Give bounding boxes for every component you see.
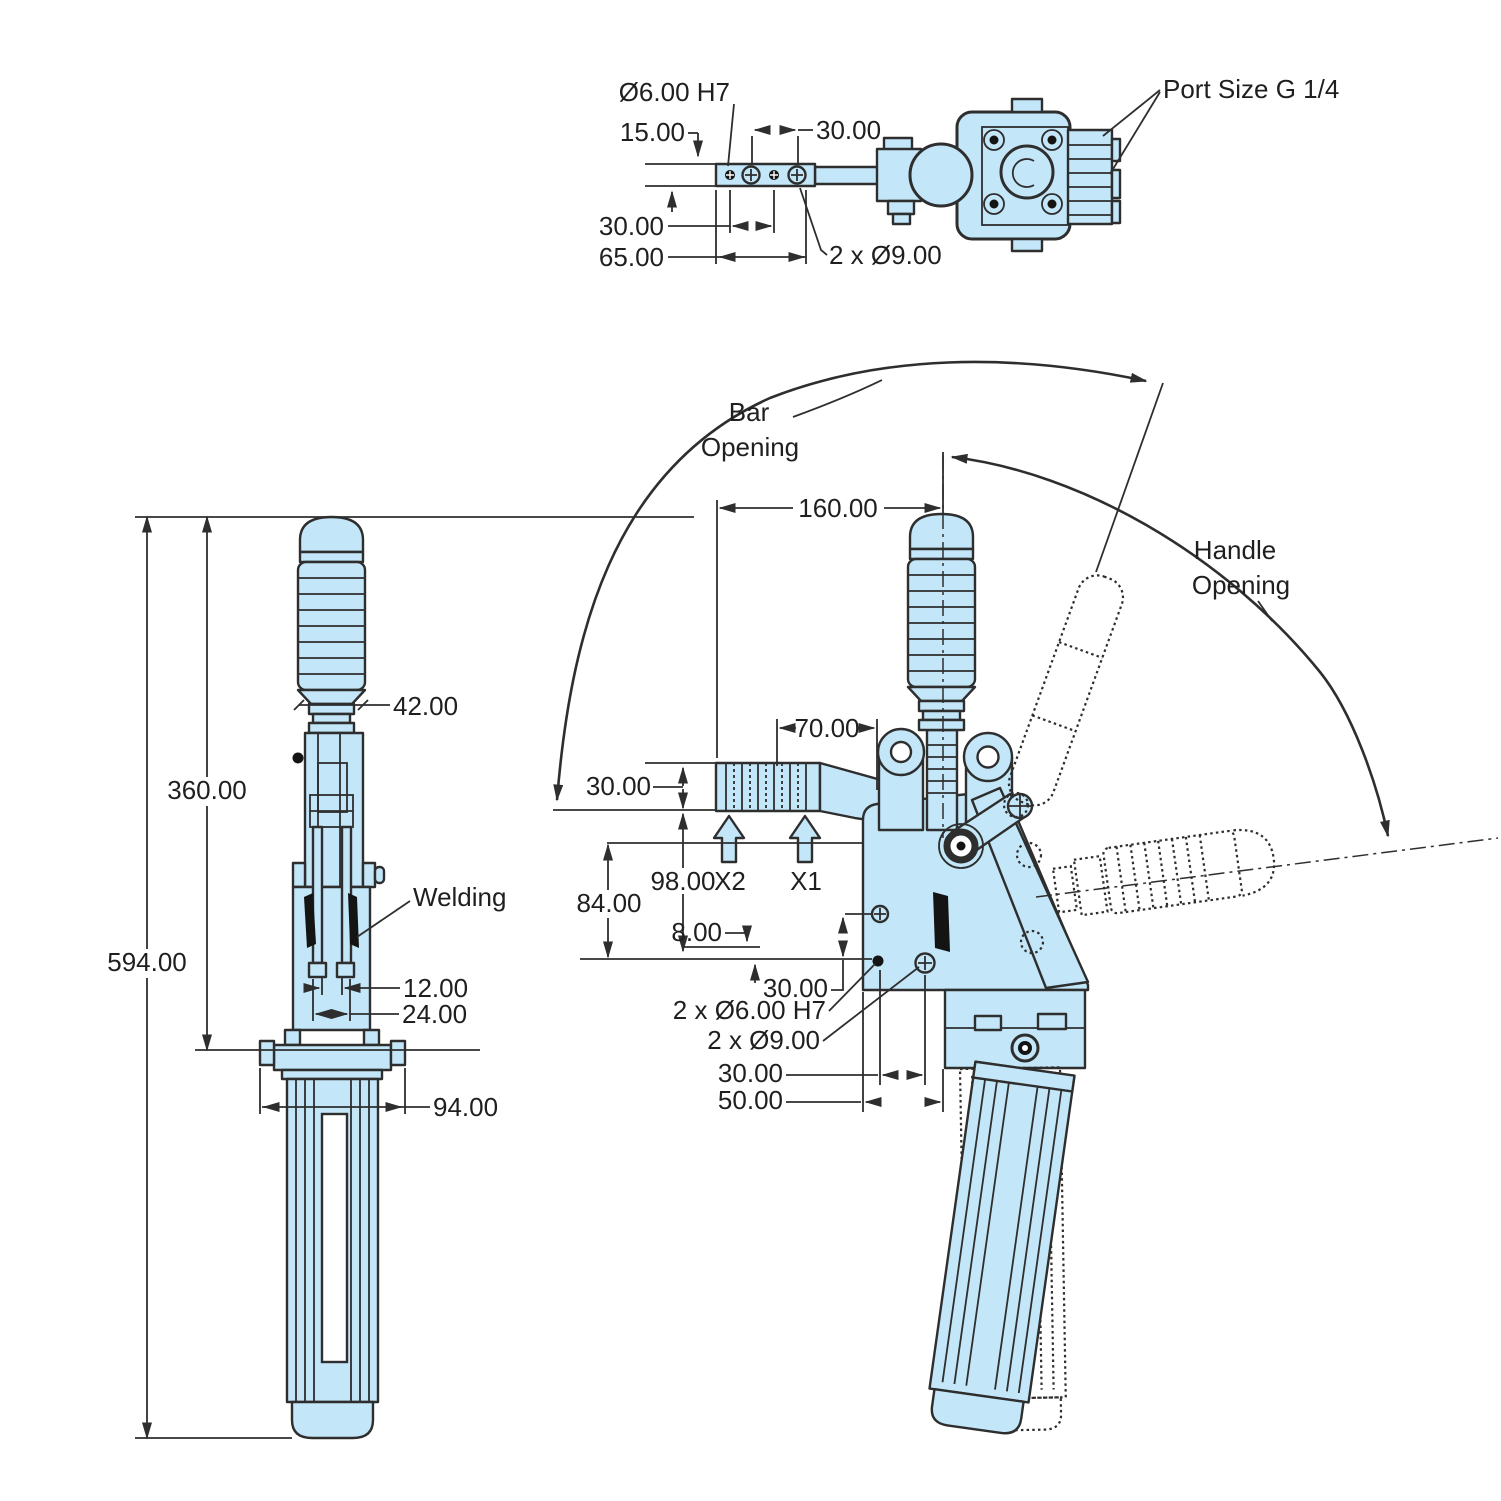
body-tab-bottom xyxy=(1010,237,1044,253)
label-dim-15: 15.00 xyxy=(620,117,685,147)
label-dim-30-bottom: 30.00 xyxy=(599,211,664,241)
pivot-pin xyxy=(292,752,304,764)
lower-column xyxy=(291,885,372,1032)
side-handle xyxy=(906,512,977,732)
cylinder-cap xyxy=(290,1400,375,1440)
leader-pilot-hole xyxy=(727,103,735,167)
label-mount-holes-dia: 2 x Ø9.00 xyxy=(829,240,942,270)
cylinder-bore xyxy=(999,144,1055,200)
rod-foot-left xyxy=(307,961,328,979)
label-dim-12: 12.00 xyxy=(403,973,468,1003)
phantom-link-hole-2 xyxy=(1015,841,1043,869)
flange xyxy=(258,1028,407,1081)
side-cylinder xyxy=(928,1060,1076,1435)
clamp-arm xyxy=(970,786,1090,990)
port-fitting xyxy=(1066,128,1122,226)
front-view-part xyxy=(258,515,407,1440)
label-dim-30-bar: 30.00 xyxy=(586,771,651,801)
label-dim-24: 24.00 xyxy=(402,999,467,1029)
label-dim-70: 70.00 xyxy=(794,713,859,743)
rod-foot-right xyxy=(335,961,356,979)
label-pilot-holes-dia: 2 x Ø6.00 H7 xyxy=(673,995,826,1025)
weld-seam-right xyxy=(348,893,359,948)
link-plate xyxy=(317,762,348,813)
leader-handle-opening xyxy=(1257,600,1273,622)
handle-opening-arc xyxy=(950,453,1390,838)
bolt-cap xyxy=(373,865,386,885)
leader-welding xyxy=(356,900,411,938)
foot-clip-right xyxy=(1036,1012,1068,1031)
body-screws xyxy=(983,129,1063,215)
label-pilot-hole-dia: Ø6.00 H7 xyxy=(619,77,730,107)
label-dim-8: 8.00 xyxy=(671,917,722,947)
phantom-link-hole-3 xyxy=(1019,929,1045,955)
leader-mount-holes xyxy=(822,966,920,1042)
side-view-part xyxy=(712,455,1499,1435)
side-boss-right xyxy=(361,861,377,889)
front-cylinder xyxy=(285,1077,380,1440)
label-x1: X1 xyxy=(790,866,822,896)
bar-opening-arc xyxy=(553,360,1148,802)
foot-clip-left xyxy=(973,1014,1003,1032)
pivot-boss xyxy=(938,823,984,869)
label-handle-opening-2: Opening xyxy=(1192,570,1290,600)
top-view-part xyxy=(714,97,1122,253)
label-dim-65: 65.00 xyxy=(599,242,664,272)
label-dim-42: 42.00 xyxy=(393,691,458,721)
phantom-handle-tilted xyxy=(1007,574,1125,807)
pilot-hole xyxy=(872,955,884,967)
top-view-dimensions xyxy=(645,89,1161,264)
front-view-dimensions xyxy=(107,515,694,1440)
ball-knob xyxy=(908,142,974,208)
label-dim-98: 98.00 xyxy=(650,866,715,896)
weld-slot xyxy=(933,892,950,952)
body-tab-top xyxy=(1010,97,1044,114)
label-dim-94: 94.00 xyxy=(433,1092,498,1122)
label-dim-160: 160.00 xyxy=(798,493,878,523)
label-dim-50: 50.00 xyxy=(718,1085,783,1115)
leader-mount-holes xyxy=(799,187,828,256)
label-handle-opening-1: Handle xyxy=(1194,535,1276,565)
foot-pin xyxy=(1010,1033,1040,1063)
x1-arrow-icon xyxy=(788,814,822,864)
leader-port xyxy=(1102,89,1161,175)
side-boss-left xyxy=(291,861,307,889)
front-view: 42.00 360.00 594.00 Welding 12.00 24.00 … xyxy=(107,515,694,1440)
bore-detail xyxy=(1011,158,1035,188)
x2-arrow-icon xyxy=(712,814,746,864)
clamp-nut-tip xyxy=(891,212,912,226)
label-dim-84: 84.00 xyxy=(576,888,641,918)
label-port-size: Port Size G 1/4 xyxy=(1163,74,1339,104)
leader-bar-opening xyxy=(792,379,883,418)
label-welding: Welding xyxy=(413,882,506,912)
leader-pilot-holes xyxy=(828,963,876,1012)
side-view: Bar Opening Handle Opening 160.00 70.00 … xyxy=(553,360,1499,1435)
bar-open-position-line xyxy=(1095,382,1164,573)
weld-seam-left xyxy=(304,893,316,948)
phantom-link-hole-1 xyxy=(1002,791,1030,819)
clamp-nut xyxy=(886,199,916,216)
side-view-dimensions xyxy=(571,379,1273,1112)
label-x2: X2 xyxy=(714,866,746,896)
front-handle xyxy=(296,515,367,735)
shaft xyxy=(813,165,881,186)
label-dim-360: 360.00 xyxy=(167,775,247,805)
label-mount-holes-dia: 2 x Ø9.00 xyxy=(707,1025,820,1055)
label-bar-opening-2: Opening xyxy=(701,432,799,462)
cylinder-slot xyxy=(320,1112,349,1364)
top-view: Ø6.00 H7 15.00 30.00 30.00 65.00 2 x Ø9.… xyxy=(599,74,1339,272)
label-dim-30-bottom: 30.00 xyxy=(718,1058,783,1088)
handle-centerline xyxy=(1035,837,1499,898)
label-dim-30-top: 30.00 xyxy=(816,115,881,145)
label-bar-opening-1: Bar xyxy=(729,397,770,427)
label-dim-30-mid: 30.00 xyxy=(763,973,828,1003)
bar-holes xyxy=(725,165,807,185)
label-dim-594: 594.00 xyxy=(107,947,187,977)
phantom-handle-horizontal xyxy=(1051,828,1276,917)
